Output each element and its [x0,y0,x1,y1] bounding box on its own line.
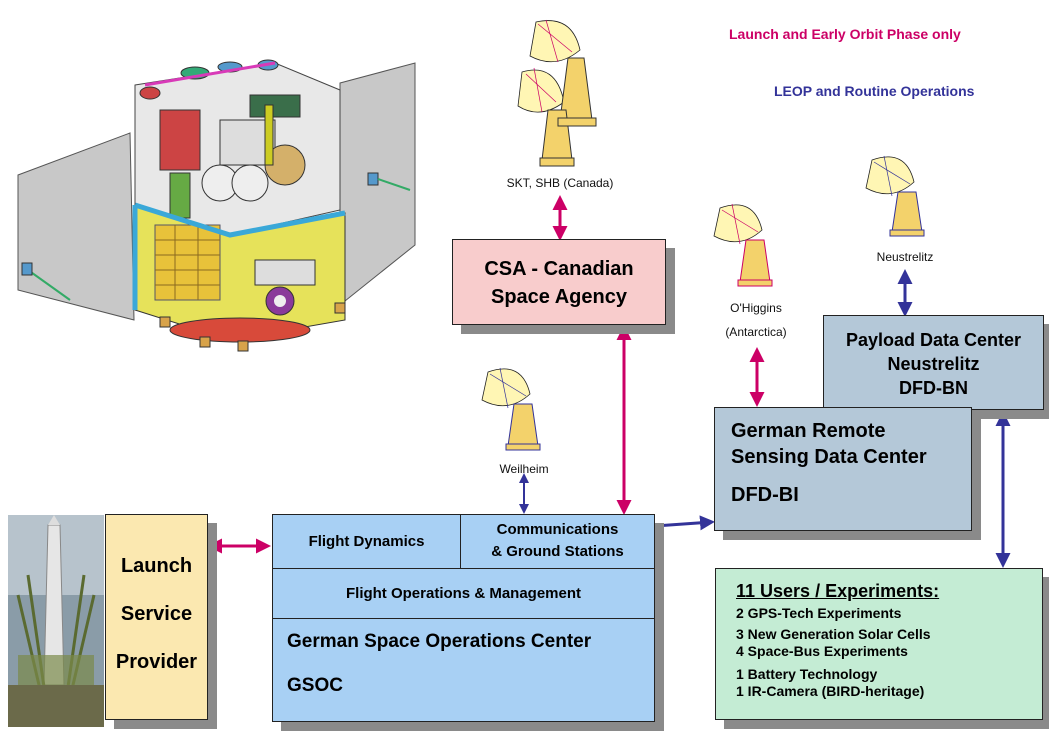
pdc-title-line2: Neustrelitz [887,354,980,374]
arrow-gsoc-dfd [654,515,715,531]
canada-station-label: SKT, SHB (Canada) [506,176,614,190]
payload-data-center-box: Payload Data Center Neustrelitz DFD-BN [823,315,1044,410]
launch-service-provider-box: Launch Service Provider [105,514,208,720]
flight-operations-cell: Flight Operations & Management [273,569,654,619]
neustrelitz-station-label: Neustrelitz [876,250,934,264]
list-item: 3 New Generation Solar Cells [736,626,931,642]
ohiggins-label-line2: (Antarctica) [725,325,787,339]
dfd-bi-box: German Remote Sensing Data Center DFD-BI [714,407,972,531]
dfd-title-line3: DFD-BI [731,484,799,506]
csa-title-line1: CSA - Canadian [484,258,634,280]
communications-cell: Communications & Ground Stations [461,515,654,569]
weilheim-antenna-icon [481,367,541,451]
list-item: 1 IR-Camera (BIRD-heritage) [736,683,925,699]
canada-antenna-icon [517,19,597,167]
users-title: 11 Users / Experiments: [736,581,940,601]
list-item: 1 Battery Technology [736,666,878,682]
dfd-title-line2: Sensing Data Center [731,446,927,468]
gsoc-title-line2: GSOC [287,675,343,696]
lsp-title-line1: Launch [120,555,193,577]
comms-label-line2: & Ground Stations [491,543,624,560]
satellite-illustration [17,59,416,352]
legend-leop-only: Launch and Early Orbit Phase only [729,26,961,42]
neustrelitz-antenna-icon [865,155,925,237]
ohiggins-station-label: O'Higgins (Antarctica) [708,296,804,344]
list-item: 2 GPS-Tech Experiments [736,605,902,621]
gsoc-title-line1: German Space Operations Center [287,631,592,652]
pdc-title-line1: Payload Data Center [845,330,1022,350]
rocket-launch-photo [8,515,104,727]
pdc-title-line3: DFD-BN [899,378,968,398]
gsoc-box: Flight Dynamics Communications & Ground … [272,514,655,722]
lsp-title-line2: Service [120,603,193,625]
list-item: 4 Space-Bus Experiments [736,643,908,659]
users-experiments-box: 11 Users / Experiments: 2 GPS-Tech Exper… [715,568,1043,720]
dfd-title-line1: German Remote [731,420,886,442]
flight-dynamics-cell: Flight Dynamics [273,515,461,569]
legend-leop-routine: LEOP and Routine Operations [774,83,975,99]
flight-operations-label: Flight Operations & Management [345,585,582,602]
lsp-title-line3: Provider [115,651,198,673]
flight-dynamics-label: Flight Dynamics [308,533,425,550]
ohiggins-antenna-icon [713,203,773,287]
csa-title-line2: Space Agency [491,286,627,308]
ohiggins-label-line1: O'Higgins [730,301,782,315]
users-list: 2 GPS-Tech Experiments 3 New Generation … [736,605,1042,700]
weilheim-station-label: Weilheim [499,462,549,476]
csa-box: CSA - Canadian Space Agency [452,239,666,325]
comms-label-line1: Communications [496,521,619,538]
